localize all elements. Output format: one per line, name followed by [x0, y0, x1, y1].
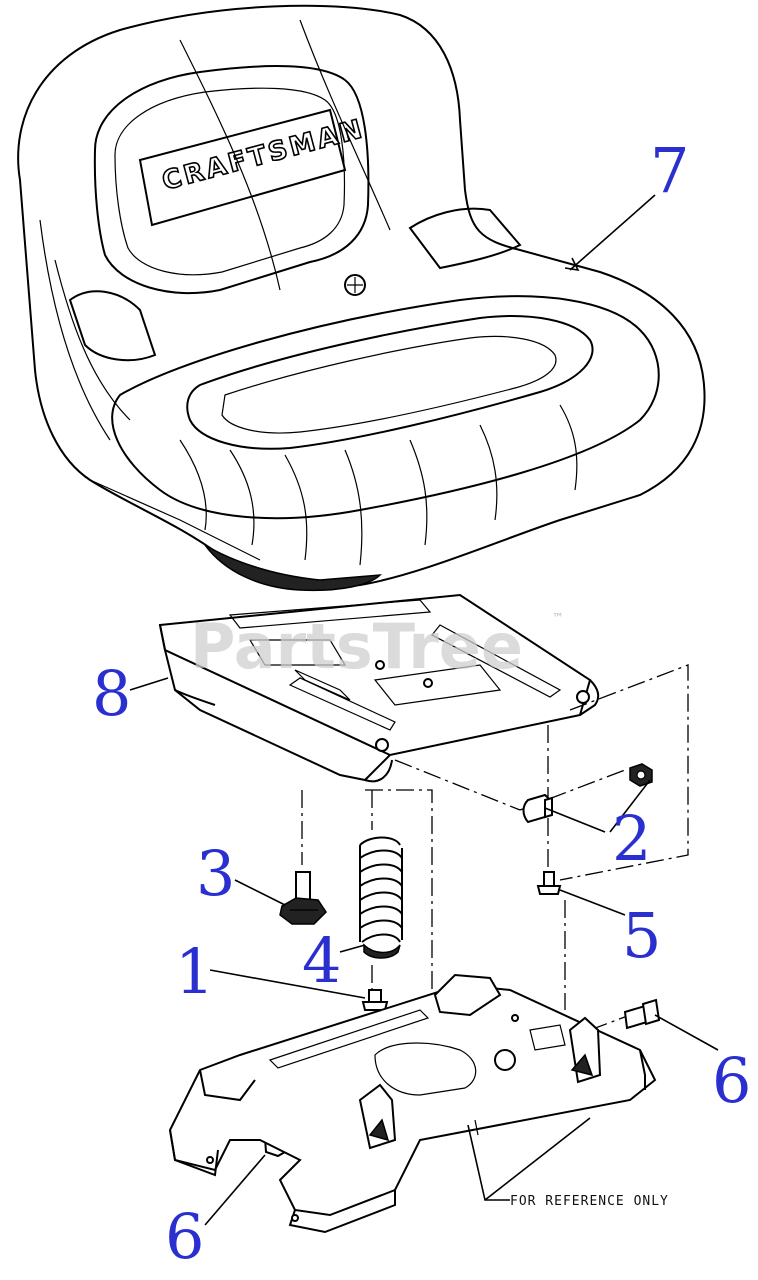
spring-part-4 — [359, 836, 403, 959]
callout-8: 8 — [92, 657, 131, 730]
leader-lines — [129, 194, 719, 1226]
pin-part-6-right — [623, 998, 661, 1030]
watermark-trademark: ™ — [552, 611, 564, 625]
callout-4: 4 — [302, 924, 341, 997]
knob-bolt-part-3 — [279, 871, 327, 925]
callout-3: 3 — [196, 837, 235, 910]
seat-part-7: CRAFTSMAN — [17, 4, 706, 592]
callout-7: 7 — [650, 134, 689, 207]
nut-part-2 — [522, 763, 653, 824]
callout-6-right: 6 — [712, 1044, 751, 1117]
alignment-lines — [279, 664, 689, 1141]
callout-5: 5 — [622, 899, 661, 972]
callout-6-left: 6 — [165, 1200, 204, 1273]
watermark-text: PartsTree — [190, 610, 523, 683]
watermark: PartsTree ™ — [190, 610, 564, 683]
base-bracket — [168, 973, 657, 1234]
screw-part-5 — [536, 871, 562, 895]
reference-note: FOR REFERENCE ONLY — [510, 1194, 669, 1209]
seat-pan-part-8 — [158, 593, 600, 783]
callouts: 7 8 2 3 4 5 1 6 6 — [92, 134, 751, 1273]
bolt-part-1 — [361, 989, 389, 1011]
callout-2: 2 — [612, 802, 651, 875]
callout-1: 1 — [175, 935, 214, 1008]
